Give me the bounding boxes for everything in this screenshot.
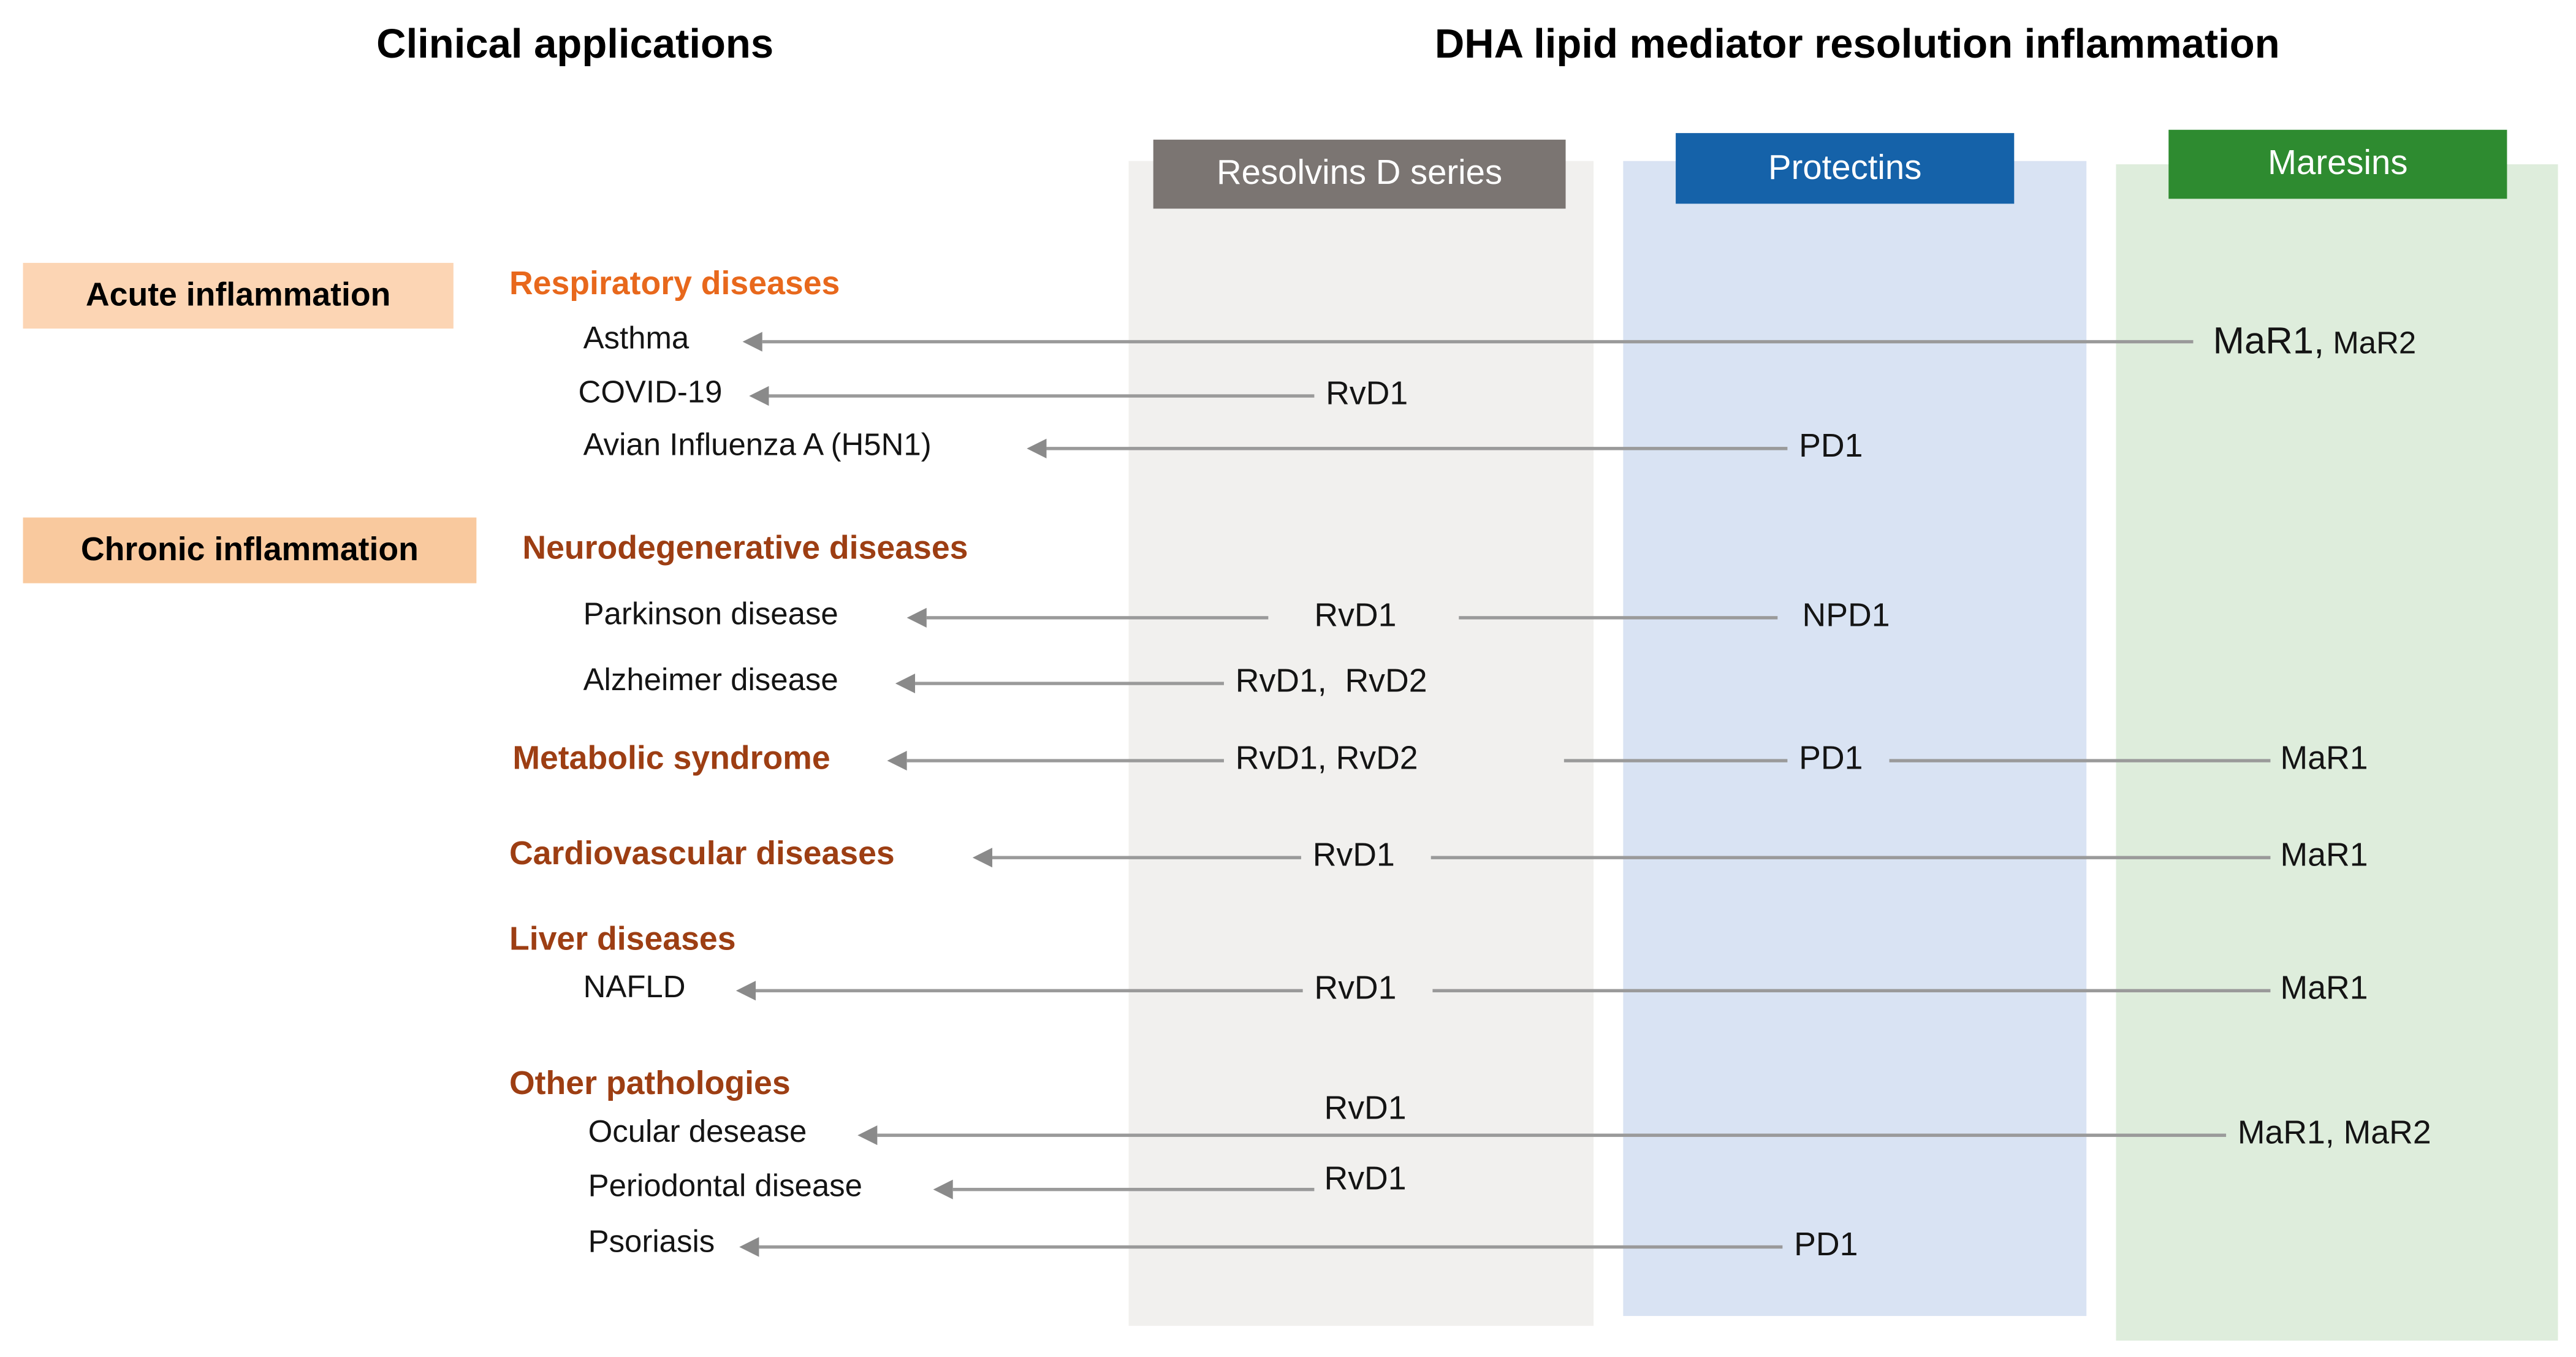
arrow-line-parkinson-right (1459, 616, 1778, 620)
column-header-protectins-label: Protectins (1768, 148, 1922, 187)
arrowhead-psoriasis (739, 1237, 759, 1257)
disease-psoriasis: Psoriasis (588, 1225, 715, 1260)
phase-chronic-label: Chronic inflammation (80, 531, 419, 568)
mediator-parkinson-rvd1: RvD1 (1314, 598, 1397, 634)
column-header-resolvins-label: Resolvins D series (1217, 154, 1503, 192)
mediator-cardiovascular-mar1: MaR1 (2280, 838, 2368, 875)
column-body-protectins (1623, 161, 2087, 1317)
disease-asthma: Asthma (583, 322, 690, 357)
phase-acute-label: Acute inflammation (85, 276, 391, 313)
arrow-line-cardiovascular-left (992, 856, 1301, 859)
mediator-nafld-rvd1: RvD1 (1314, 971, 1397, 1008)
arrowhead-cardiovascular (972, 848, 993, 868)
arrow-line-metabolic-right (1889, 759, 2271, 762)
disease-avian-influenza: Avian Influenza A (H5N1) (583, 428, 932, 463)
mediator-psoriasis-pd1: PD1 (1794, 1227, 1858, 1264)
arrow-line-psoriasis (759, 1245, 1783, 1249)
mediator-asthma-mar1: MaR1, (2213, 319, 2325, 362)
mediator-avian-pd1: PD1 (1799, 428, 1863, 465)
category-liver-diseases: Liver diseases (509, 921, 736, 958)
arrow-line-asthma (762, 340, 2194, 344)
mediator-alzheimer-rvd1-rvd2: RvD1, RvD2 (1235, 663, 1427, 700)
arrow-line-nafld-right (1432, 989, 2271, 993)
arrowhead-nafld (735, 981, 756, 1001)
phase-box-acute-inflammation: Acute inflammation (23, 262, 454, 329)
mediator-ocular-mar1-mar2: MaR1, MaR2 (2237, 1116, 2431, 1152)
arrowhead-avian (1027, 438, 1047, 458)
mediator-parkinson-npd1: NPD1 (1802, 598, 1890, 634)
arrow-line-periodontal (952, 1188, 1315, 1192)
mediator-metabolic-pd1: PD1 (1799, 740, 1863, 777)
category-neurodegenerative-diseases: Neurodegenerative diseases (522, 530, 968, 567)
mediator-asthma-mar2: MaR2 (2324, 327, 2417, 362)
column-body-maresins (2116, 164, 2558, 1341)
arrowhead-periodontal (933, 1179, 953, 1199)
column-header-maresins-label: Maresins (2268, 144, 2408, 183)
mediator-covid-rvd1: RvD1 (1326, 376, 1408, 412)
phase-box-chronic-inflammation: Chronic inflammation (23, 517, 477, 583)
arrow-line-ocular (877, 1133, 2227, 1137)
mediator-periodontal-rvd1: RvD1 (1324, 1161, 1407, 1198)
title-dha-lipid-mediator: DHA lipid mediator resolution inflammati… (1434, 21, 2280, 67)
disease-parkinson: Parkinson disease (583, 598, 838, 633)
mediator-metabolic-rvd1-rvd2: RvD1, RvD2 (1235, 740, 1418, 777)
arrowhead-covid (749, 386, 769, 406)
arrow-line-parkinson-left (926, 616, 1269, 620)
arrowhead-alzheimer (895, 674, 916, 694)
arrowhead-parkinson (906, 607, 927, 628)
column-header-resolvins: Resolvins D series (1153, 139, 1566, 209)
mediator-nafld-mar1: MaR1 (2280, 971, 2368, 1008)
title-clinical-applications: Clinical applications (376, 21, 774, 67)
arrow-line-covid (769, 394, 1315, 398)
disease-periodontal: Periodontal disease (588, 1169, 862, 1204)
disease-alzheimer: Alzheimer disease (583, 663, 838, 699)
arrow-line-metabolic-mid (1563, 759, 1788, 762)
arrow-line-cardiovascular-right (1430, 856, 2271, 859)
column-body-resolvins (1128, 161, 1594, 1326)
mediator-metabolic-mar1: MaR1 (2280, 740, 2368, 777)
mediator-ocular-rvd1: RvD1 (1324, 1090, 1407, 1127)
arrow-line-avian (1046, 447, 1788, 450)
arrowhead-ocular (857, 1125, 878, 1146)
mediator-asthma-maresins: MaR1, MaR2 (2213, 319, 2417, 363)
column-header-maresins: Maresins (2168, 129, 2507, 199)
disease-nafld: NAFLD (583, 971, 686, 1006)
disease-covid-19: COVID-19 (578, 376, 723, 411)
column-header-protectins: Protectins (1676, 133, 2015, 204)
arrowhead-asthma (742, 332, 762, 352)
arrowhead-metabolic (887, 750, 907, 771)
arrow-line-alzheimer (915, 682, 1224, 685)
arrow-line-nafld-left (756, 989, 1303, 993)
mediator-cardiovascular-rvd1: RvD1 (1312, 838, 1395, 875)
category-cardiovascular-diseases: Cardiovascular diseases (509, 836, 895, 873)
category-other-pathologies: Other pathologies (509, 1066, 791, 1103)
arrow-line-metabolic-left (906, 759, 1224, 762)
disease-ocular: Ocular desease (588, 1116, 807, 1150)
category-metabolic-syndrome: Metabolic syndrome (512, 740, 830, 777)
category-respiratory-diseases: Respiratory diseases (509, 266, 840, 303)
